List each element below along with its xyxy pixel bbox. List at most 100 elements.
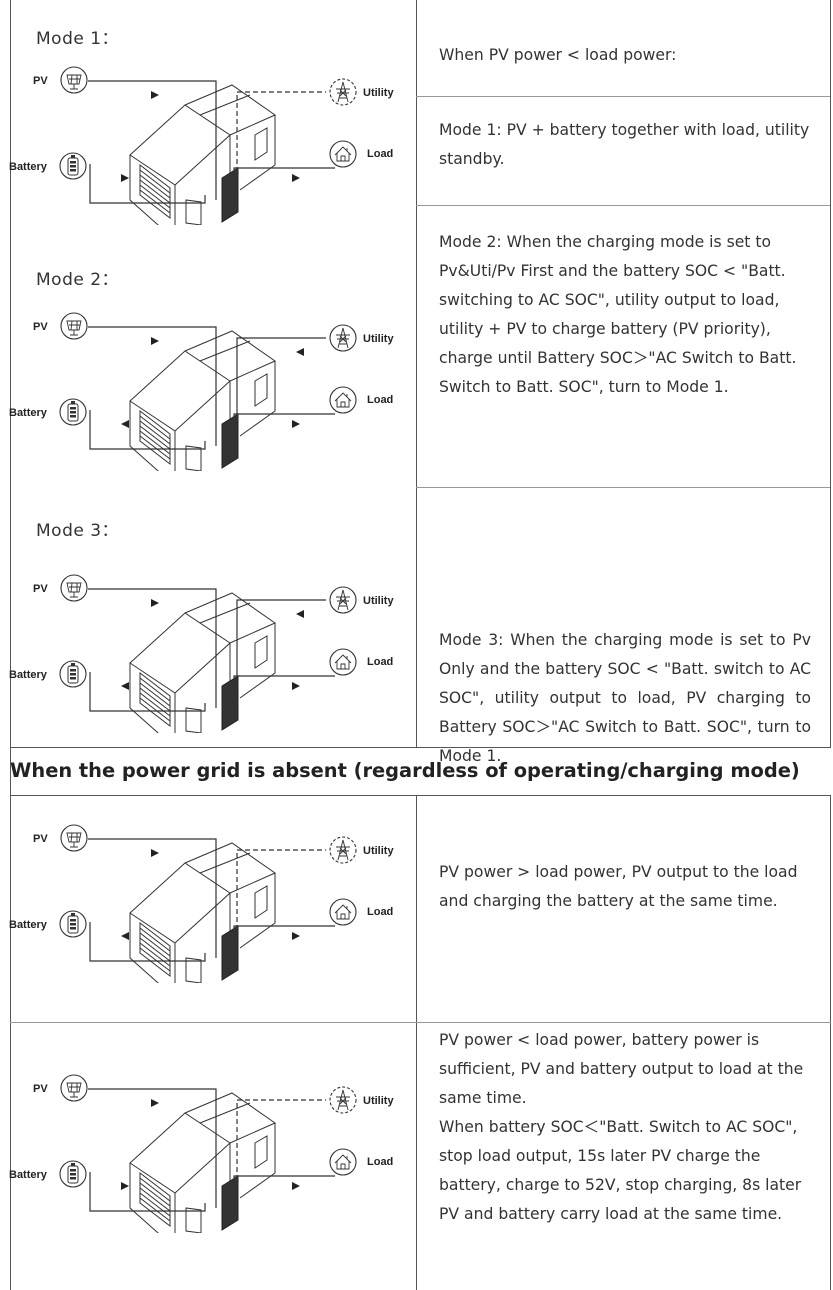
utility-flow-arrow — [296, 348, 304, 356]
utility-wire — [236, 337, 326, 426]
load-wire — [233, 1175, 335, 1190]
grid-absent-description-2b: When battery SOC＜"Batt. Switch to AC SOC… — [439, 1118, 802, 1223]
load-flow-arrow — [292, 420, 300, 428]
utility-wire — [236, 849, 326, 938]
house-illustration — [129, 1092, 277, 1233]
battery-icon — [59, 398, 87, 426]
pv-label: PV — [33, 583, 48, 595]
power-tower-icon — [329, 324, 357, 352]
mode-1-label: Mode 1： — [36, 29, 120, 49]
solar-panel-icon — [60, 574, 88, 602]
load-label: Load — [367, 656, 393, 668]
house-icon — [329, 140, 357, 168]
mode-2-description: Mode 2: When the charging mode is set to… — [439, 233, 797, 396]
utility-flow-arrow — [296, 610, 304, 618]
solar-panel-icon — [60, 312, 88, 340]
pv-label: PV — [33, 321, 48, 333]
load-label: Load — [367, 148, 393, 160]
utility-label: Utility — [363, 595, 394, 607]
house-icon — [329, 898, 357, 926]
row-divider — [416, 487, 830, 488]
row-divider — [416, 96, 830, 97]
section-divider-bottom — [10, 795, 831, 796]
inverter-box — [221, 413, 239, 469]
utility-wire — [236, 1099, 326, 1188]
battery-flow-arrow — [121, 932, 129, 940]
house-icon — [329, 648, 357, 676]
pv-wire — [88, 838, 217, 958]
load-flow-arrow — [292, 682, 300, 690]
mode-3-label: Mode 3： — [36, 521, 120, 541]
battery-label: Battery — [9, 161, 48, 173]
battery-flow-arrow — [121, 682, 129, 690]
solar-panel-icon — [60, 824, 88, 852]
load-label: Load — [367, 1156, 393, 1168]
house-illustration — [129, 330, 277, 471]
battery-flow-arrow — [121, 174, 129, 182]
mode-1-condition: When PV power < load power: — [439, 46, 677, 64]
battery-wire — [89, 672, 206, 712]
battery-wire — [89, 164, 206, 204]
house-icon — [329, 386, 357, 414]
table-right-border — [830, 0, 831, 747]
load-flow-arrow — [292, 932, 300, 940]
grid-absent-description-2a: PV power < load power, battery power is … — [439, 1031, 804, 1107]
battery-icon — [59, 152, 87, 180]
load-wire — [233, 675, 335, 690]
house-icon — [329, 1148, 357, 1176]
utility-wire — [236, 91, 326, 180]
utility-label: Utility — [363, 845, 394, 857]
battery-wire — [89, 410, 206, 450]
power-tower-icon — [329, 78, 357, 106]
pv-flow-arrow — [151, 337, 159, 345]
mode-3-description: Mode 3: When the charging mode is set to… — [439, 631, 811, 765]
mode-2-label: Mode 2： — [36, 270, 120, 290]
pv-flow-arrow — [151, 91, 159, 99]
battery-flow-arrow — [121, 420, 129, 428]
section-heading: When the power grid is absent (regardles… — [10, 759, 800, 782]
load-flow-arrow — [292, 1182, 300, 1190]
inverter-box — [221, 925, 239, 981]
column-divider-top — [416, 0, 417, 747]
power-tower-icon — [329, 836, 357, 864]
pv-flow-arrow — [151, 1099, 159, 1107]
battery-label: Battery — [9, 1169, 48, 1181]
battery-label: Battery — [9, 407, 48, 419]
inverter-box — [221, 1175, 239, 1231]
pv-label: PV — [33, 75, 48, 87]
house-illustration — [129, 84, 277, 225]
load-wire — [233, 167, 335, 182]
utility-label: Utility — [363, 333, 394, 345]
row-divider — [10, 1022, 831, 1023]
battery-label: Battery — [9, 669, 48, 681]
battery-label: Battery — [9, 919, 48, 931]
grid-absent-description-1: PV power > load power, PV output to the … — [439, 863, 798, 910]
row-divider — [416, 205, 830, 206]
pv-wire — [88, 326, 217, 446]
pv-wire — [88, 80, 217, 200]
load-wire — [233, 925, 335, 940]
solar-panel-icon — [60, 1074, 88, 1102]
pv-label: PV — [33, 1083, 48, 1095]
utility-wire — [236, 599, 326, 688]
pv-wire — [88, 1088, 217, 1208]
inverter-box — [221, 167, 239, 223]
mode-1-description: Mode 1: PV + battery together with load,… — [439, 121, 810, 168]
load-label: Load — [367, 394, 393, 406]
pv-flow-arrow — [151, 849, 159, 857]
power-tower-icon — [329, 586, 357, 614]
section-divider-top — [10, 747, 831, 748]
utility-label: Utility — [363, 1095, 394, 1107]
load-flow-arrow — [292, 174, 300, 182]
solar-panel-icon — [60, 66, 88, 94]
load-label: Load — [367, 906, 393, 918]
pv-flow-arrow — [151, 599, 159, 607]
utility-label: Utility — [363, 87, 394, 99]
battery-icon — [59, 660, 87, 688]
inverter-box — [221, 675, 239, 731]
